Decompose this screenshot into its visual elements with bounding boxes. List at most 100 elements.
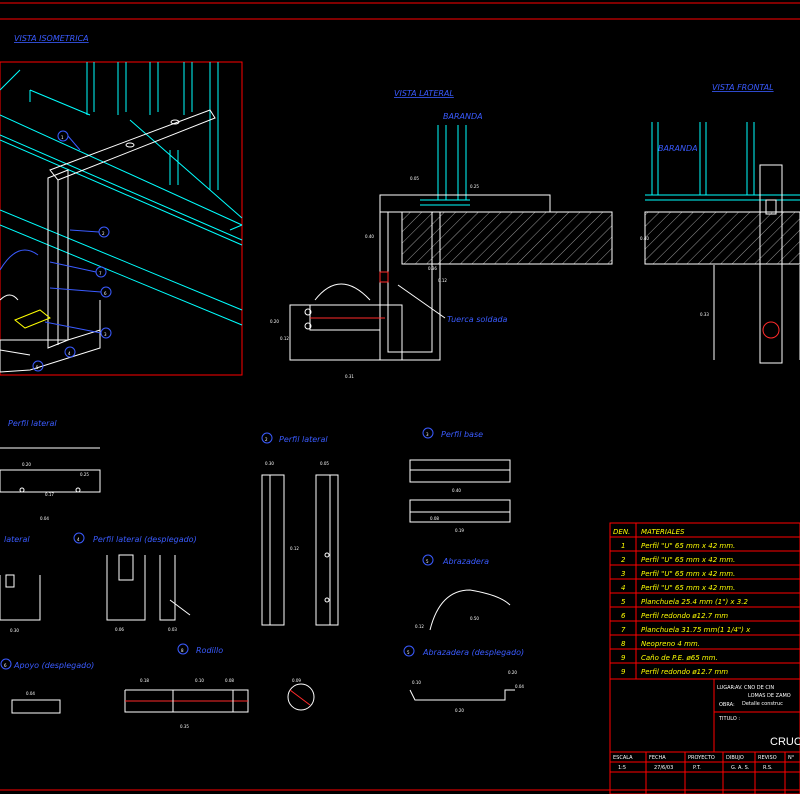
detail-perfil-base: 3 Perfil base 0.40 0.08 0.19 (409, 427, 511, 533)
detail-perfil-lateral-desplegado-title: Perfil lateral (desplegado) (93, 535, 197, 544)
svg-text:3: 3 (426, 432, 429, 437)
svg-text:7: 7 (99, 271, 102, 276)
frontal-baranda-label: BARANDA (658, 144, 698, 153)
svg-text:5: 5 (36, 365, 39, 370)
materials-header-title: MATERIALES (641, 528, 685, 536)
material-row-number: 3 (621, 570, 625, 578)
obra-label: OBRA: (719, 702, 735, 708)
svg-text:4: 4 (77, 537, 80, 542)
title-block-header: FECHA (649, 755, 666, 761)
svg-text:0.40: 0.40 (452, 488, 461, 493)
svg-text:0.25: 0.25 (470, 184, 479, 189)
svg-text:0.33: 0.33 (700, 312, 709, 317)
svg-text:5: 5 (407, 650, 410, 655)
detail-perfil-lateral-2: 2 Perfil lateral 0.30 0.05 0.12 (261, 432, 339, 626)
material-row-number: 7 (621, 626, 626, 634)
svg-text:4: 4 (68, 351, 71, 356)
svg-text:2: 2 (102, 231, 105, 236)
svg-text:0.40: 0.40 (640, 236, 649, 241)
lugar-line1: AV. CNO DE CIN (735, 685, 774, 691)
material-row-text: Perfil "U" 65 mm x 42 mm. (641, 584, 735, 592)
svg-text:0.20: 0.20 (22, 462, 31, 467)
material-row-number: 9 (621, 668, 626, 676)
isometric-title: VISTA ISOMETRICA (14, 34, 89, 43)
svg-text:0.10: 0.10 (195, 678, 204, 683)
svg-text:0.36: 0.36 (428, 266, 437, 271)
svg-text:0.09: 0.09 (292, 678, 301, 683)
detail-abrazadera-title: Abrazadera (442, 557, 489, 566)
material-row-text: Perfil redondo ø12.7 mm (641, 668, 728, 676)
iso-plate (0, 109, 216, 373)
material-row-number: 2 (621, 556, 626, 564)
svg-text:0.20: 0.20 (270, 319, 279, 324)
detail-perfil-lateral-1-title: Perfil lateral (8, 419, 57, 428)
detail-rodillo-title: Rodillo (196, 646, 223, 655)
title-block-header: REVISO (758, 755, 777, 761)
title-block: LUGAR: AV. CNO DE CIN LOMAS DE ZAMO OBRA… (609, 678, 800, 794)
svg-text:0.31: 0.31 (345, 374, 354, 379)
svg-text:0.12: 0.12 (438, 278, 447, 283)
svg-text:6: 6 (4, 663, 7, 668)
svg-text:0.17: 0.17 (45, 492, 54, 497)
title-block-header: DIBUJO (726, 755, 744, 761)
svg-text:0.12: 0.12 (280, 336, 289, 341)
material-row-text: Caño de P.E. ø65 mm. (641, 654, 718, 662)
svg-text:0.08: 0.08 (430, 516, 439, 521)
title-block-value: P.T. (693, 765, 701, 771)
material-row-text: Perfil redondo ø12.7 mm (641, 612, 728, 620)
frontal-title: VISTA FRONTAL (712, 83, 774, 92)
lateral-title: VISTA LATERAL (394, 89, 454, 98)
svg-text:0.50: 0.50 (470, 616, 479, 621)
material-row-number: 1 (621, 542, 625, 550)
detail-abrazadera-desplegado: 5 Abrazadera (desplegado) 0.10 0.20 0.04… (403, 645, 524, 713)
svg-text:0.08: 0.08 (225, 678, 234, 683)
svg-text:0.10: 0.10 (412, 680, 421, 685)
svg-text:5: 5 (426, 559, 429, 564)
svg-text:1: 1 (61, 135, 64, 140)
svg-text:8: 8 (181, 648, 184, 653)
material-row-text: Neopreno 4 mm. (641, 640, 700, 648)
material-row-number: 9 (621, 654, 626, 662)
detail-apoyo-desplegado-title: Apoyo (desplegado) (13, 661, 94, 670)
iso-balloons: 1 2 7 6 3 4 5 (32, 130, 112, 372)
svg-text:0.12: 0.12 (290, 546, 299, 551)
tuerca-label: Tuerca soldada (447, 315, 508, 324)
title-block-header: N° (788, 755, 795, 761)
svg-text:0.18: 0.18 (140, 678, 149, 683)
svg-text:0.30: 0.30 (265, 461, 274, 466)
svg-text:0.05: 0.05 (320, 461, 329, 466)
svg-text:6: 6 (104, 291, 107, 296)
material-row-number: 4 (621, 584, 625, 592)
title-block-value: R.S. (763, 765, 773, 771)
svg-text:0.05: 0.05 (410, 176, 419, 181)
material-row-number: 6 (621, 612, 626, 620)
svg-text:0.35: 0.35 (180, 724, 189, 729)
lateral-view: VISTA LATERAL BARANDA Tuerca soldada 0.0… (270, 89, 613, 379)
material-row-text: Planchuela 25.4 mm (1") x 3.2 (641, 598, 748, 606)
material-row-number: 8 (621, 640, 626, 648)
isometric-view: VISTA ISOMETRICA (0, 34, 243, 376)
svg-text:0.19: 0.19 (455, 528, 464, 533)
lateral-baranda-label: BARANDA (443, 112, 483, 121)
frontal-view: VISTA FRONTAL BARANDA 0.40 0.33 (640, 83, 800, 364)
title-block-value: 1:5 (618, 765, 626, 771)
material-row-text: Perfil "U" 65 mm x 42 mm. (641, 556, 735, 564)
detail-perfil-lateral-desplegado: 4 Perfil lateral (desplegado) 0.06 0.03 (73, 532, 197, 632)
iso-bars (0, 62, 243, 326)
svg-text:0.12: 0.12 (415, 624, 424, 629)
svg-text:0.20: 0.20 (455, 708, 464, 713)
material-row-text: Planchuela 31.75 mm(1 1/4") x (641, 626, 751, 634)
title-block-header: PROYECTO (688, 755, 715, 761)
lugar-line2: LOMAS DE ZAMO (748, 693, 791, 699)
svg-text:0.03: 0.03 (168, 627, 177, 632)
title-block-header: ESCALA (613, 755, 633, 761)
svg-text:0.04: 0.04 (26, 691, 35, 696)
svg-text:0.04: 0.04 (515, 684, 524, 689)
lugar-label: LUGAR: (717, 685, 736, 691)
detail-perfil-lateral-1: Perfil lateral 0.20 0.25 0.17 0.04 (0, 419, 101, 521)
detail-rodillo: 8 Rodillo 0.18 0.10 0.08 0.35 0.09 (124, 643, 315, 729)
svg-text:0.40: 0.40 (365, 234, 374, 239)
material-row-number: 5 (621, 598, 626, 606)
